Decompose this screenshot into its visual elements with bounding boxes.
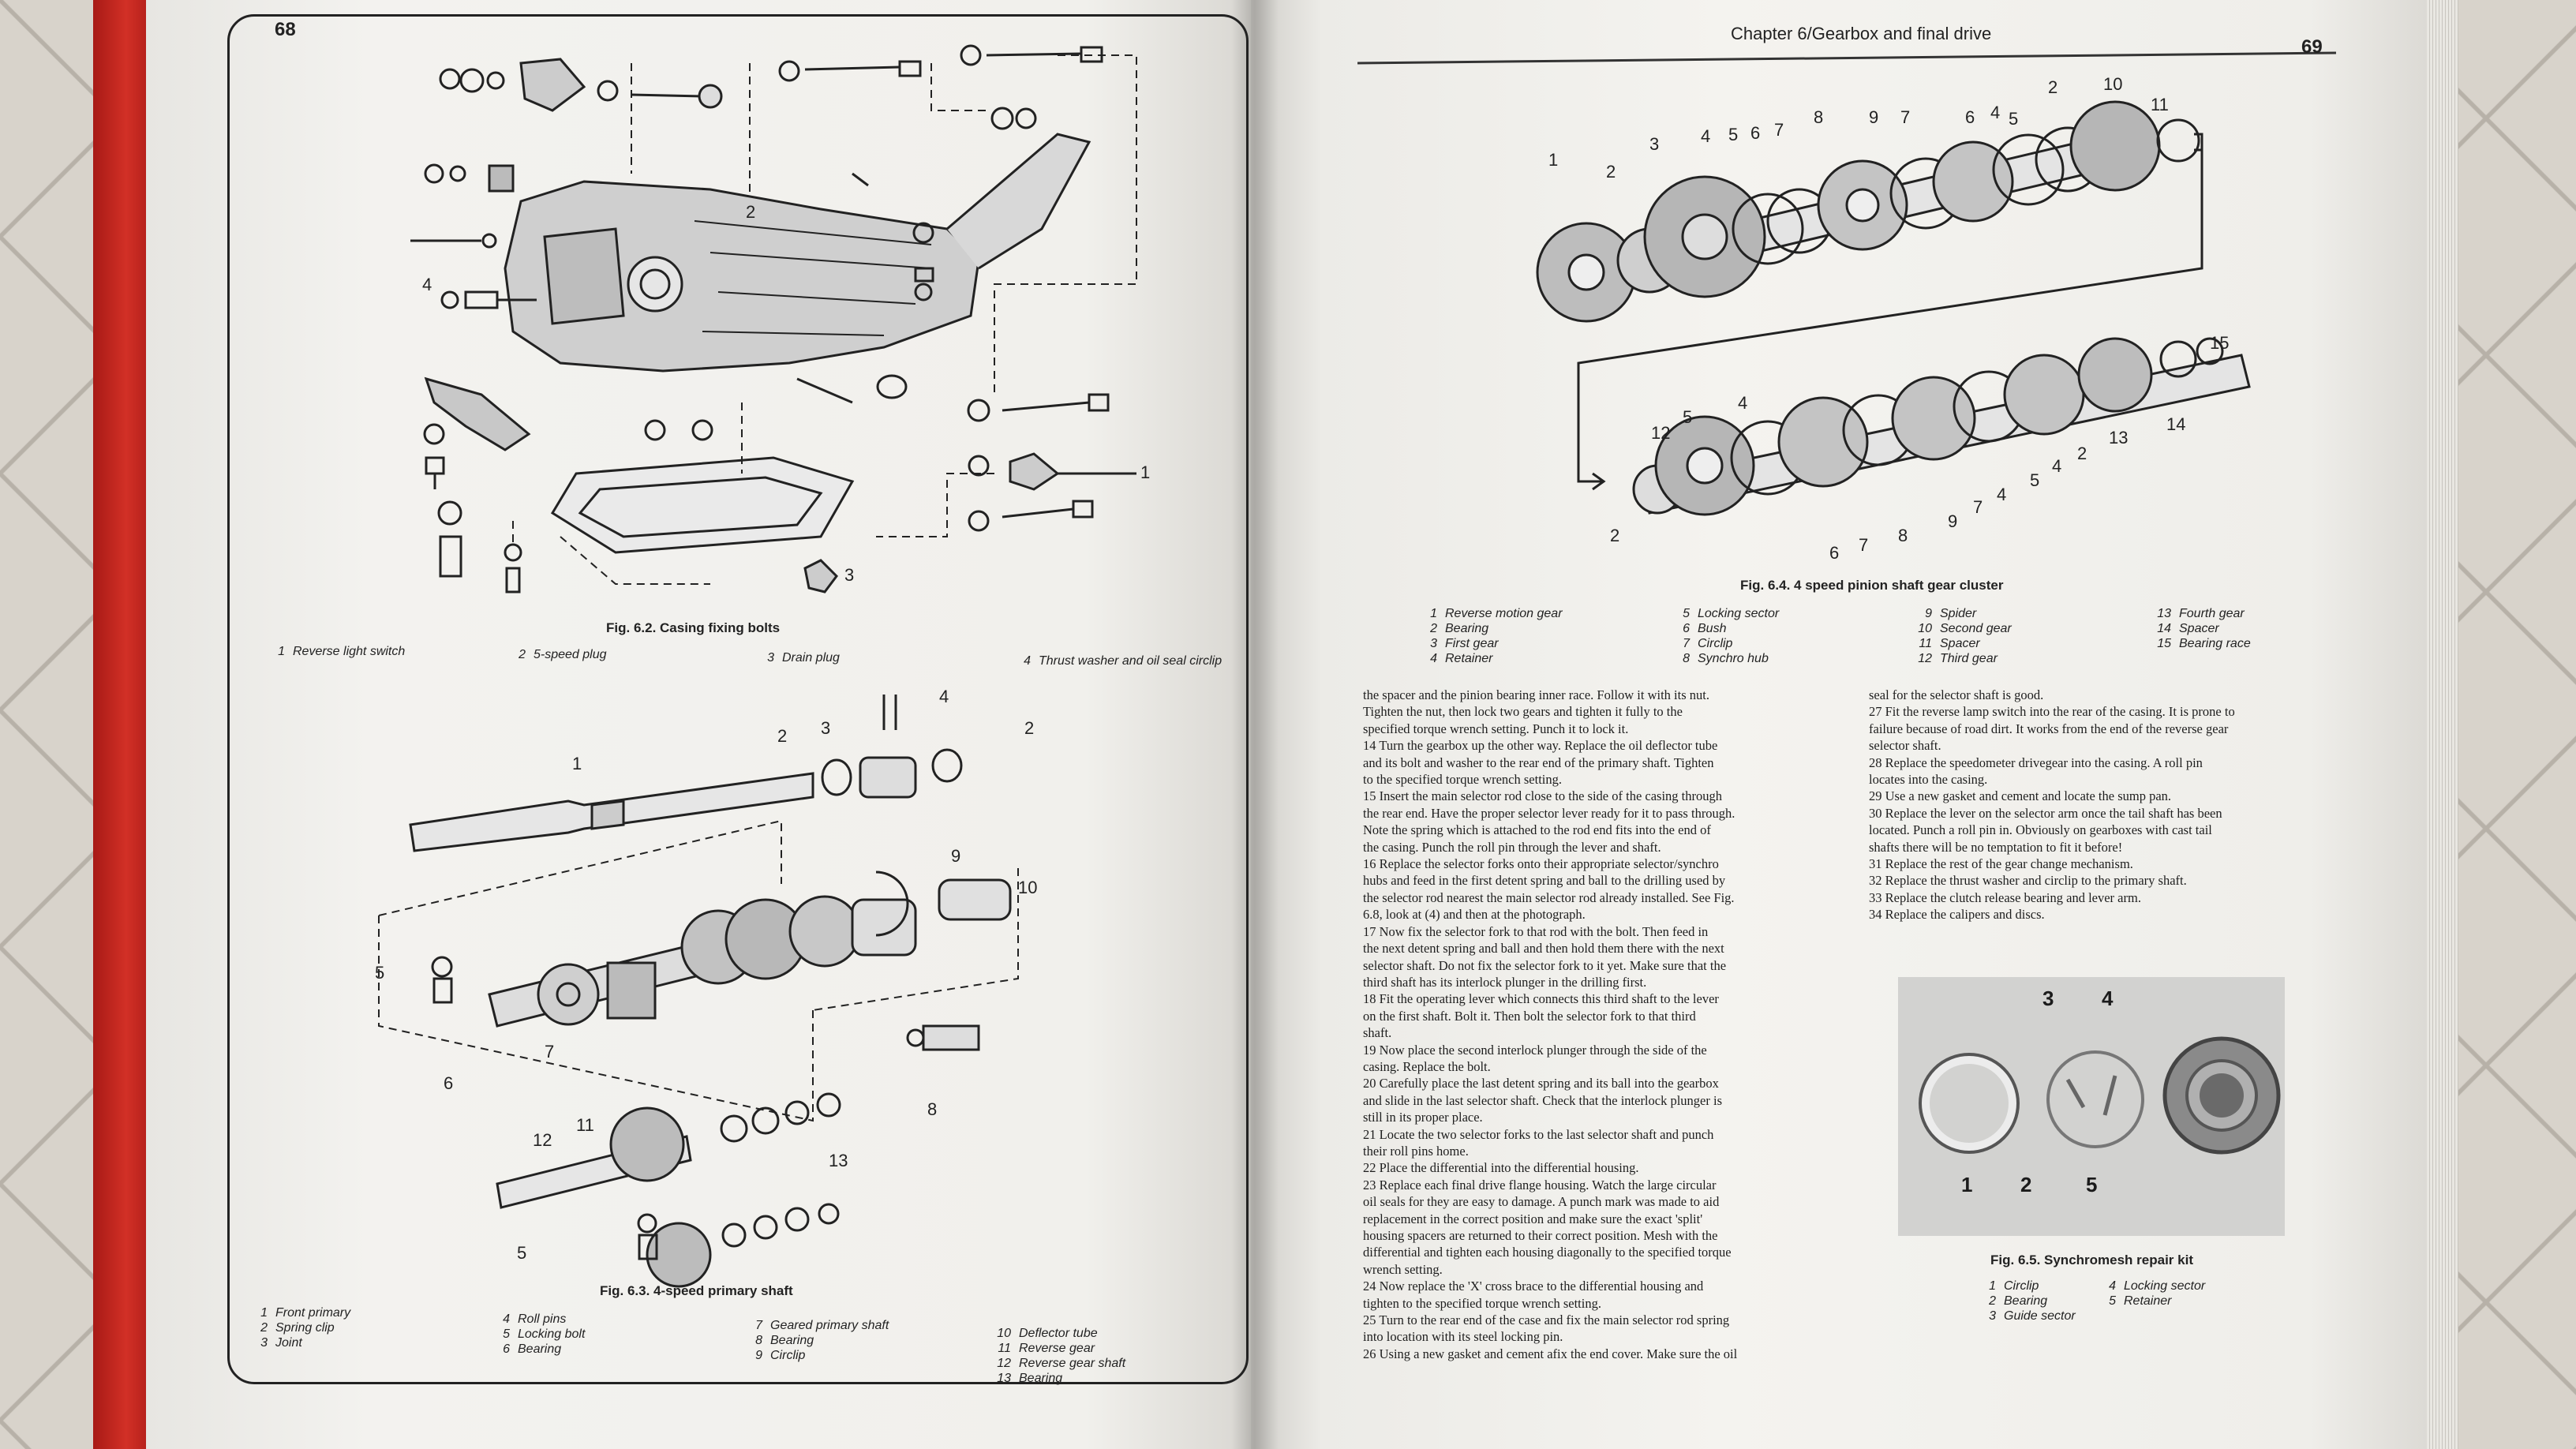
fig62-caption: Fig. 6.2. Casing fixing bolts <box>606 620 781 635</box>
fig64-bottom-callout-6: 6 <box>1829 543 1839 563</box>
fig64-caption: Fig. 6.4. 4 speed pinion shaft gear clus… <box>1740 578 2004 593</box>
fig64-top-callout-4: 4 <box>1701 126 1710 146</box>
fig64-bottom-callout-4: 4 <box>2052 456 2061 476</box>
fig64-bottom-callout-4b: 4 <box>1738 393 1747 413</box>
fig63-callout-3: 3 <box>821 718 830 738</box>
fig64-bottom-callout-12: 12 <box>1651 423 1670 443</box>
photo-label-2: 2 <box>2020 1173 2032 1196</box>
fig64-top-callout-6: 6 <box>1750 123 1760 143</box>
fig64-top-callout-2: 2 <box>1606 162 1616 182</box>
fig64-gear-cluster-diagram: 1 2 3 4 5 6 7 8 9 7 6 4 5 2 10 11 15 14 … <box>1536 74 2251 563</box>
photo-label-1: 1 <box>1961 1173 1973 1196</box>
fig63-callout-5b: 5 <box>517 1243 526 1263</box>
page-stack-edge <box>2427 0 2458 1449</box>
fig64-bottom-callout-14: 14 <box>2166 414 2185 434</box>
fig64-bottom-callout-5b: 5 <box>1683 407 1692 427</box>
photo-label-5: 5 <box>2086 1173 2098 1196</box>
fig64-top-callout-10: 10 <box>2103 74 2122 94</box>
fig63-callout-9: 9 <box>951 846 960 866</box>
fig63-callout-10: 10 <box>1018 878 1037 897</box>
fig64-top-callout-8: 8 <box>1814 107 1823 127</box>
fig62-callout-4: 4 <box>422 275 432 294</box>
fig64-bottom-callout-5: 5 <box>2030 470 2039 490</box>
fig64-top-callout-6b: 6 <box>1965 107 1975 127</box>
fig65-caption: Fig. 6.5. Synchromesh repair kit <box>1990 1252 2193 1267</box>
fig64-top-callout-5: 5 <box>1728 125 1738 144</box>
fig64-bottom-callout-2b: 2 <box>1610 526 1619 545</box>
chapter-title: Chapter 6/Gearbox and final drive <box>1731 24 1992 43</box>
fig64-top-callout-7b: 7 <box>1900 107 1910 127</box>
fig64-top-callout-3: 3 <box>1649 134 1659 154</box>
fig63-primary-shaft-diagram: 4 2 3 2 1 9 10 5 7 6 8 11 12 13 5 <box>375 687 1037 1288</box>
book-gutter <box>1231 0 1279 1449</box>
fig64-top-callout-7: 7 <box>1774 120 1784 140</box>
fig64-bottom-callout-2: 2 <box>2077 444 2087 463</box>
book-cover-edge <box>93 0 148 1449</box>
photo-label-3: 3 <box>2042 987 2054 1010</box>
fig62-callout-3: 3 <box>844 565 854 585</box>
fig63-callout-12: 12 <box>533 1130 552 1150</box>
fig63-callout-1: 1 <box>572 754 582 773</box>
fig64-bottom-callout-9: 9 <box>1948 511 1957 531</box>
fig62-callout-2: 2 <box>746 202 755 222</box>
fig64-bottom-callout-13: 13 <box>2109 428 2128 447</box>
fig64-bottom-callout-7: 7 <box>1859 535 1868 555</box>
fig62-casing-diagram: 2 4 1 3 <box>410 44 1150 593</box>
fig63-callout-8: 8 <box>927 1099 937 1119</box>
illustration-frame <box>227 14 1249 1384</box>
fig64-top-callout-2b: 2 <box>2048 77 2057 97</box>
fig63-callout-4: 4 <box>939 687 949 706</box>
fig64-top-callout-11: 11 <box>2151 95 2169 114</box>
fig63-callout-11: 11 <box>576 1115 594 1135</box>
fig64-bottom-callout-8: 8 <box>1898 526 1908 545</box>
fig63-callout-7: 7 <box>545 1042 554 1061</box>
fig64-top-callout-1: 1 <box>1548 150 1558 170</box>
fig65-synchromesh-photo: 3 4 1 2 5 <box>1898 977 2285 1236</box>
page-number-left: 68 <box>275 19 296 40</box>
body-text-column-1: the spacer and the pinion bearing inner … <box>1363 687 1738 1361</box>
fig63-callout-6: 6 <box>444 1073 453 1093</box>
fig63-callout-2b: 2 <box>1024 718 1034 738</box>
fig63-callout-13: 13 <box>829 1151 848 1170</box>
synchromesh-parts-image <box>1919 1036 2281 1155</box>
fig62-callout-1: 1 <box>1140 462 1150 482</box>
fig64-top-callout-9: 9 <box>1869 107 1878 127</box>
fig63-callout-5a: 5 <box>375 963 384 983</box>
photo-label-4: 4 <box>2102 987 2114 1010</box>
fig63-callout-2a: 2 <box>777 726 787 746</box>
fig64-bottom-callout-15: 15 <box>2210 333 2229 353</box>
fig64-top-callout-5b: 5 <box>2009 109 2018 129</box>
fig64-bottom-callout-7b: 7 <box>1973 497 1983 517</box>
fig63-caption: Fig. 6.3. 4-speed primary shaft <box>600 1283 793 1298</box>
page-number-right: 69 <box>2301 36 2323 58</box>
body-text-column-2: seal for the selector shaft is good.27 F… <box>1869 687 2235 923</box>
fig64-top-callout-4b: 4 <box>1990 103 2000 122</box>
fig64-bottom-callout-4c: 4 <box>1997 485 2006 504</box>
